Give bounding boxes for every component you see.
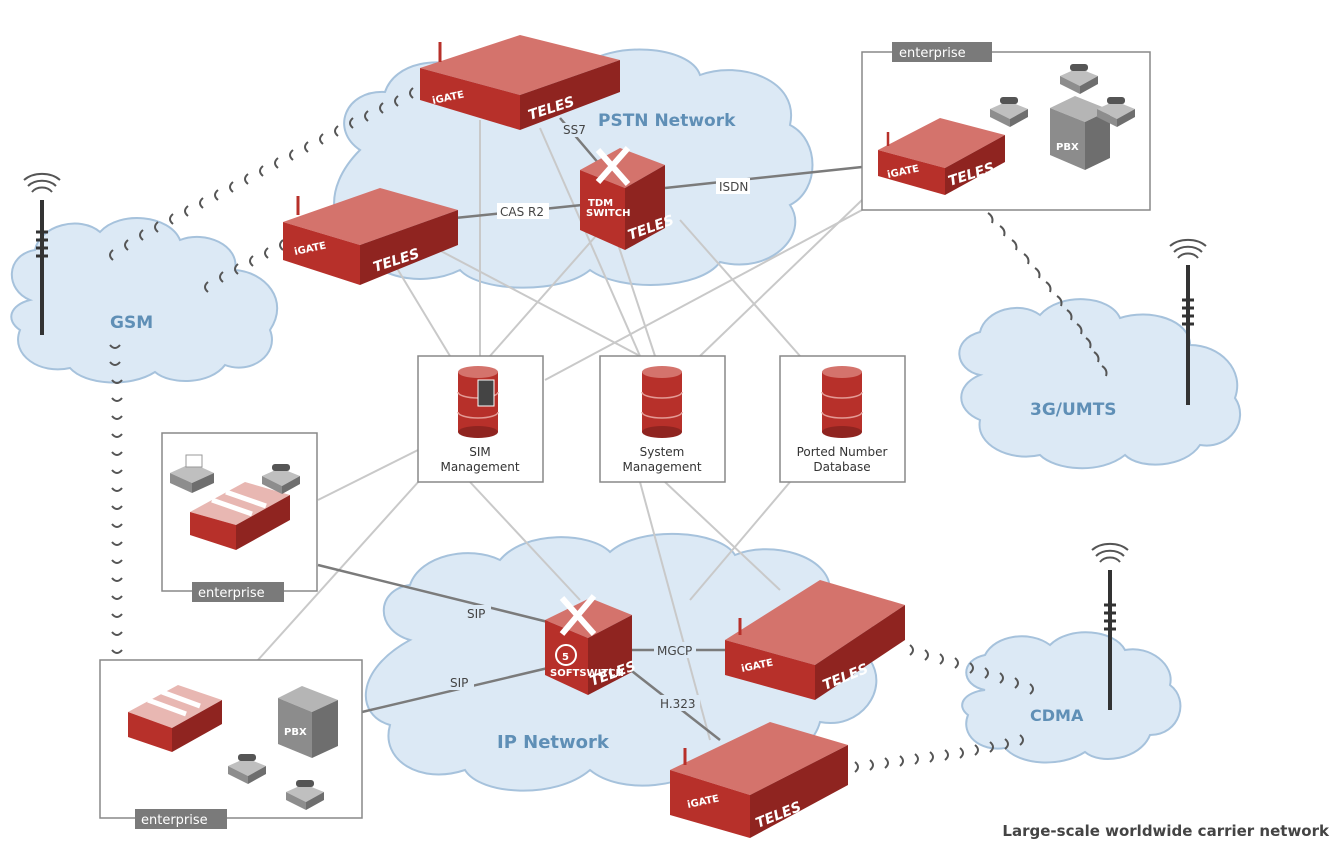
- server-label-line2: Database: [813, 460, 870, 474]
- tdm-label-line2: SWITCH: [586, 208, 630, 219]
- wave-enterprise-umts: [974, 199, 1108, 377]
- gsm-antenna-icon: [23, 172, 61, 335]
- umts-label: 3G/UMTS: [1030, 400, 1117, 420]
- cdma-label: CDMA: [1030, 706, 1084, 725]
- database-icon: [641, 366, 683, 438]
- igate-mid: iGATE TELES: [283, 188, 458, 285]
- protocol-labels: SS7 CAS R2 ISDN SIP SIP MGCP H.323: [448, 123, 750, 711]
- server-label-line1: System: [640, 445, 685, 459]
- cdma-antenna-icon: [1091, 542, 1129, 710]
- connection-lines: [257, 120, 863, 741]
- server-label-line1: Ported Number: [797, 445, 888, 459]
- ip-network-label: IP Network: [497, 732, 610, 753]
- pbx-label: PBX: [284, 727, 307, 738]
- enterprise-tag: enterprise: [198, 586, 265, 601]
- phone-icon: [990, 97, 1028, 127]
- diagram-caption: Large-scale worldwide carrier network: [1002, 822, 1329, 840]
- wave-top-igate-gsm: [109, 87, 414, 261]
- sim-management-server: SIM Management: [417, 355, 544, 483]
- wave-bottom-igate-cdma: [854, 734, 1024, 773]
- wave-mid-igate-gsm: [204, 239, 284, 293]
- phone-icon: [286, 780, 324, 810]
- fax-icon: [170, 454, 214, 493]
- enterprise-tag: enterprise: [899, 46, 966, 61]
- sip-bottom-label: SIP: [450, 676, 468, 690]
- phone-icon: [1060, 64, 1098, 94]
- voipbox-bottom-left: [128, 685, 222, 752]
- tdm-label-line1: TDM: [588, 198, 613, 209]
- phone-icon: [228, 754, 266, 784]
- igate-bottom: iGATE TELES: [670, 722, 848, 838]
- softswitch-label: SOFTSWITCH: [550, 668, 624, 679]
- phone-icon: [262, 464, 300, 494]
- gsm-label: GSM: [110, 313, 153, 333]
- pstn-network-label: PSTN Network: [598, 111, 736, 131]
- voipbox-left: [190, 482, 290, 550]
- cas-r2-label: CAS R2: [500, 205, 544, 219]
- pbx-icon: PBX: [278, 686, 338, 758]
- enterprise-tag: enterprise: [141, 813, 208, 828]
- wireless-waves: [109, 87, 1108, 773]
- ss7-label: SS7: [563, 123, 586, 137]
- phone-icons: [170, 64, 1135, 810]
- database-icon: [821, 366, 863, 438]
- mgcp-label: MGCP: [657, 644, 692, 658]
- isdn-label: ISDN: [719, 180, 748, 194]
- system-management-server: System Management: [599, 355, 726, 483]
- phone-icon: [1097, 97, 1135, 127]
- server-label-line2: Management: [440, 460, 519, 474]
- softswitch-number: 5: [562, 652, 569, 663]
- h323-label: H.323: [660, 697, 696, 711]
- wave-gsm-enterprise: [109, 344, 123, 690]
- sip-top-label: SIP: [467, 607, 485, 621]
- cdma-cloud: CDMA: [961, 631, 1182, 764]
- umts-cloud: 3G/UMTS: [958, 298, 1241, 470]
- umts-antenna-icon: [1169, 238, 1207, 405]
- pbx-icon: PBX: [1050, 96, 1110, 170]
- server-label-line1: SIM: [469, 445, 491, 459]
- pbx-label: PBX: [1056, 142, 1079, 153]
- gsm-cloud: GSM: [10, 217, 279, 384]
- softswitch: 5 SOFTSWITCH TELES: [545, 594, 638, 695]
- wave-igate-cdma: [909, 644, 1034, 695]
- server-label-line2: Management: [622, 460, 701, 474]
- ported-number-database-server: Ported Number Database: [779, 355, 906, 483]
- database-icon: [457, 366, 499, 438]
